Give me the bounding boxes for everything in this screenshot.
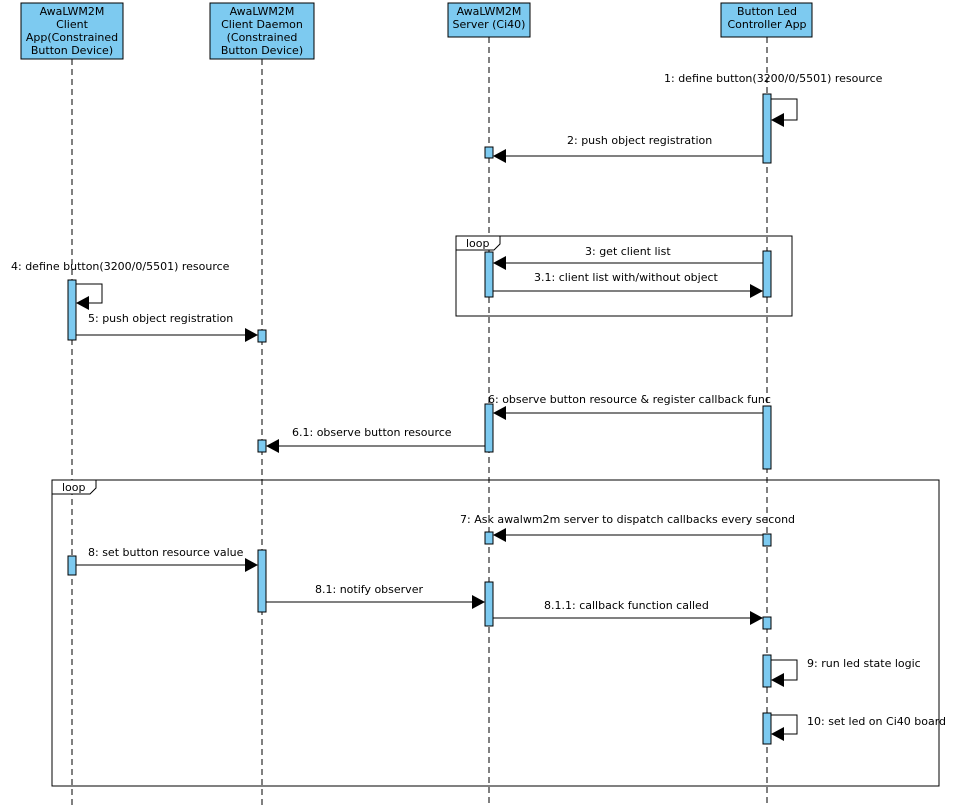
activation-bar [762,654,772,688]
actor-controller: Button Led Controller App [720,2,813,38]
actor-label-line: (Constrained [227,31,298,44]
loop-label: loop [62,481,86,494]
actor-label-line: App(Constrained [26,31,118,44]
actor-label-line: AwaLWM2M [40,5,105,18]
activation-bar [762,93,772,164]
message-6: 6: observe button resource & register ca… [488,393,771,420]
actor-client-app: AwaLWM2M Client App(Constrained Button D… [20,2,124,60]
activation-bar [762,533,772,547]
message-label: 8.1: notify observer [315,583,423,596]
activation-bar [67,555,77,576]
activation-bar [484,581,494,627]
actor-label-line: Button Led [737,5,797,18]
activation-bar [762,405,772,470]
activation-bar [484,146,494,159]
message-label: 9: run led state logic [807,657,921,670]
message-5: 5: push object registration [76,312,258,342]
loop-label: loop [466,237,490,250]
activation-bar [762,616,772,630]
activation-bar [484,531,494,545]
message-label: 6: observe button resource & register ca… [488,393,771,406]
message-label: 2: push object registration [567,134,712,147]
message-1: 1: define button(3200/0/5501) resource [664,72,883,127]
activation-bar [257,329,267,343]
message-label: 3.1: client list with/without object [534,271,719,284]
actor-label-line: Button Device) [221,44,303,57]
message-4: 4: define button(3200/0/5501) resource [11,260,230,310]
message-label: 10: set led on Ci40 board [807,715,946,728]
activation-bar [762,250,772,298]
message-8-1: 8.1: notify observer [266,583,485,609]
message-label: 3: get client list [585,245,671,258]
activation-bar [484,403,494,453]
actor-label-line: Client Daemon [221,18,303,31]
message-6-1: 6.1: observe button resource [266,426,485,453]
loop-frame-1: loop [455,235,793,317]
actor-label-line: Button Device) [31,44,113,57]
message-label: 8: set button resource value [88,546,244,559]
actor-label-line: AwaLWM2M [457,5,522,18]
loop-frame-2: loop [51,479,940,787]
message-2: 2: push object registration [493,134,763,163]
actor-server: AwaLWM2M Server (Ci40) [447,2,531,38]
activation-bar [67,279,77,341]
activation-bar [484,251,494,298]
message-7: 7: Ask awalwm2m server to dispatch callb… [460,513,795,542]
message-3: 3: get client list [493,245,763,270]
message-label: 5: push object registration [88,312,233,325]
actor-label-line: Server (Ci40) [453,18,526,31]
message-9: 9: run led state logic [771,657,921,687]
actor-label-line: AwaLWM2M [230,5,295,18]
message-8-1-1: 8.1.1: callback function called [493,599,763,625]
message-label: 6.1: observe button resource [292,426,452,439]
message-8: 8: set button resource value [76,546,258,572]
message-10: 10: set led on Ci40 board [771,714,946,741]
activation-bar [257,439,267,453]
message-label: 7: Ask awalwm2m server to dispatch callb… [460,513,795,526]
message-label: 8.1.1: callback function called [544,599,709,612]
message-label: 1: define button(3200/0/5501) resource [664,72,883,85]
message-label: 4: define button(3200/0/5501) resource [11,260,230,273]
actor-label-line: Client [56,18,89,31]
actor-label-line: Controller App [727,18,806,31]
activation-bar [762,712,772,745]
activation-bar [257,549,267,613]
actor-client-daemon: AwaLWM2M Client Daemon (Constrained Butt… [209,2,315,60]
message-3-1: 3.1: client list with/without object [493,271,763,298]
